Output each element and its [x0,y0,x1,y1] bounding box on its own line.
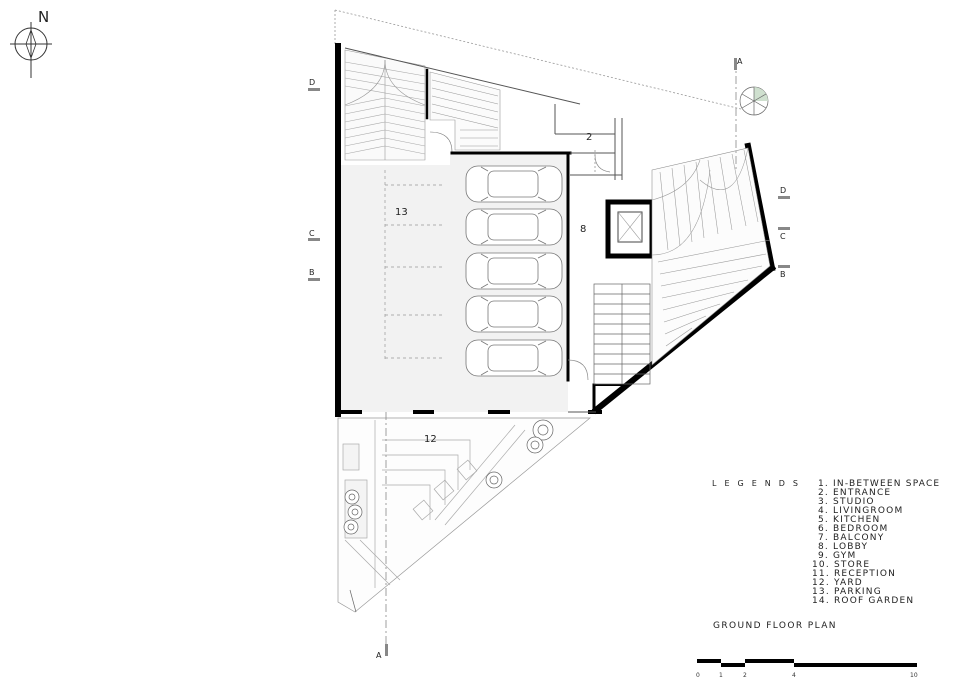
legend-item: 5. KITCHEN [818,515,880,525]
parked-cars [465,165,563,377]
legend-item: 14. ROOF GARDEN [812,596,914,606]
section-marker-b-left: B [309,268,315,277]
legend-item: 8. LOBBY [818,542,868,552]
legend-item: 6. BEDROOM [818,524,888,534]
legend-item: 3. STUDIO [818,497,875,507]
legend-item: 4. LIVINGROOM [818,506,903,516]
legend: LEGENDS 1. IN-BETWEEN SPACE 2. ENTRANCE … [712,479,940,606]
legend-item: 9. GYM [818,551,856,561]
legend-item: 12. YARD [812,578,863,588]
car [465,295,563,333]
tree-icon [344,489,360,505]
section-marker-c-left: C [309,229,315,238]
legend-item: 10. STORE [812,560,870,570]
room-label-entrance: 2 [586,132,592,143]
entrance-stair [429,71,501,153]
car [465,339,563,377]
plan-title: GROUND FLOOR PLAN [713,621,837,631]
room-label-yard: 12 [424,434,437,445]
yard-area [337,417,591,613]
scale-tick: 4 [792,672,796,679]
section-line-a [385,60,737,655]
legend-item: 1. IN-BETWEEN SPACE [818,479,940,489]
northwest-stair-hatch [344,49,426,161]
tree-icon [739,86,769,116]
room-label-parking: 13 [395,207,408,218]
section-marker-d-right: D [780,186,786,195]
service-stair [593,283,651,385]
section-marker-a-top: A [737,57,743,66]
main-walls [335,43,777,417]
door-swings [567,150,611,381]
car [465,252,563,290]
legend-item: 2. ENTRANCE [818,488,891,498]
tree-icon [347,504,363,520]
tree-icon [526,436,544,454]
section-marker-b-right: B [780,270,786,279]
legend-item: 7. BALCONY [818,533,884,543]
section-marker-bars [308,88,790,281]
tree-icon [343,519,359,535]
car [465,165,563,203]
legend-item: 13. PARKING [812,587,882,597]
north-arrow-icon: N [10,8,52,78]
scale-tick: 10 [910,672,918,679]
elevator-core [605,199,655,259]
scale-tick: 0 [696,672,700,679]
section-marker-a-bottom: A [376,651,382,660]
room-label-lobby: 8 [580,224,586,235]
section-marker-c-right: C [780,232,786,241]
tree-icon [485,471,503,489]
parking-aisle-arrows [384,170,445,360]
thin-walls [344,47,623,413]
scale-bar: 0 1 2 4 10 [696,659,918,679]
tree-icons [343,86,769,535]
legend-item: 11. RECEPTION [812,569,896,579]
legend-title: LEGENDS [712,479,806,488]
section-marker-d-left: D [309,78,315,87]
north-label: N [38,8,49,26]
scale-tick: 2 [743,672,747,679]
right-wing-ramp [651,147,771,366]
tree-icon [532,419,554,441]
car [465,208,563,246]
scale-tick: 1 [719,672,723,679]
